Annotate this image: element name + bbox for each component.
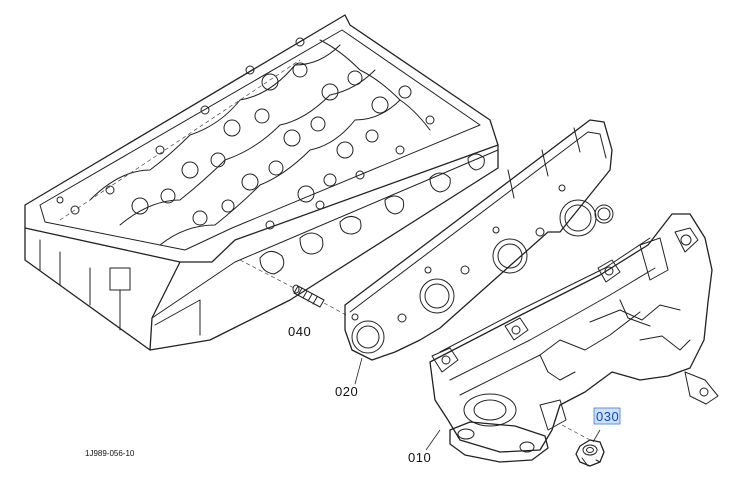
callout-040[interactable]: 040 (288, 324, 311, 339)
callout-030-highlight (593, 407, 621, 425)
callout-030[interactable]: 030 (596, 409, 619, 424)
exhaust-manifold[interactable] (429, 213, 719, 463)
callout-020[interactable]: 020 (335, 384, 358, 399)
diagram-id: 1J989-056-10 (85, 449, 135, 458)
callout-010[interactable]: 010 (408, 450, 431, 465)
gasket[interactable] (344, 119, 614, 361)
nut[interactable] (575, 439, 605, 467)
cylinder-head[interactable] (24, 14, 499, 351)
stud-bolt[interactable] (239, 259, 349, 317)
